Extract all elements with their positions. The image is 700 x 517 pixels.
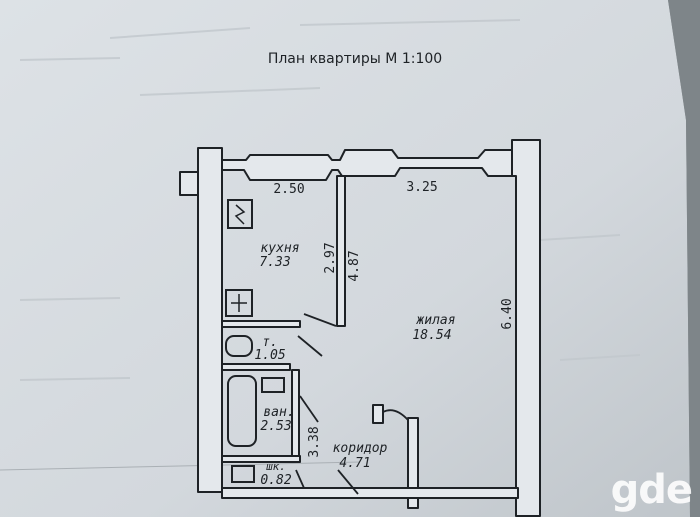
room-name-corridor: коридор [333, 441, 388, 456]
room-name-living: жилая [415, 313, 455, 328]
bathroom-door [299, 395, 319, 423]
room-area-bathroom: 2.53 [260, 419, 291, 434]
right-exterior-wall [511, 139, 541, 517]
room-area-toilet: 1.05 [254, 348, 285, 363]
plan-title: План квартиры М 1:100 [268, 51, 442, 67]
stove-icon [227, 199, 253, 229]
closet-fixture [231, 465, 255, 483]
left-exterior-wall [197, 147, 223, 493]
dim-corridor-length: 3.38 [307, 426, 322, 457]
dim-room-left-length: 4.87 [347, 250, 362, 281]
toilet-bowl-icon [225, 335, 253, 357]
dim-kitchen-width: 2.50 [273, 182, 304, 197]
room-door [382, 409, 409, 421]
room-area-closet: 0.82 [260, 473, 291, 488]
doors [295, 313, 409, 495]
room-name-closet: шк. [266, 460, 286, 473]
room-name-kitchen: кухня [260, 241, 299, 256]
entrance-door [337, 469, 359, 495]
watermark-logo: gde [610, 467, 693, 513]
bathtub-icon [227, 375, 257, 447]
kitchen-room-partition [336, 175, 346, 327]
toilet-door [297, 335, 323, 357]
kitchen-door [303, 313, 337, 327]
sink-icon [225, 289, 253, 317]
dim-room-length: 6.40 [500, 298, 515, 329]
room-name-toilet: т. [262, 335, 278, 350]
fixtures [225, 199, 285, 483]
room-area-kitchen: 7.33 [259, 255, 290, 270]
dim-kitchen-depth: 2.97 [323, 242, 338, 273]
dim-room-width: 3.25 [406, 180, 437, 195]
walls [179, 139, 541, 517]
room-area-corridor: 4.71 [339, 456, 370, 471]
room-name-bathroom: ван. [263, 405, 294, 420]
room-area-living: 18.54 [412, 328, 451, 343]
